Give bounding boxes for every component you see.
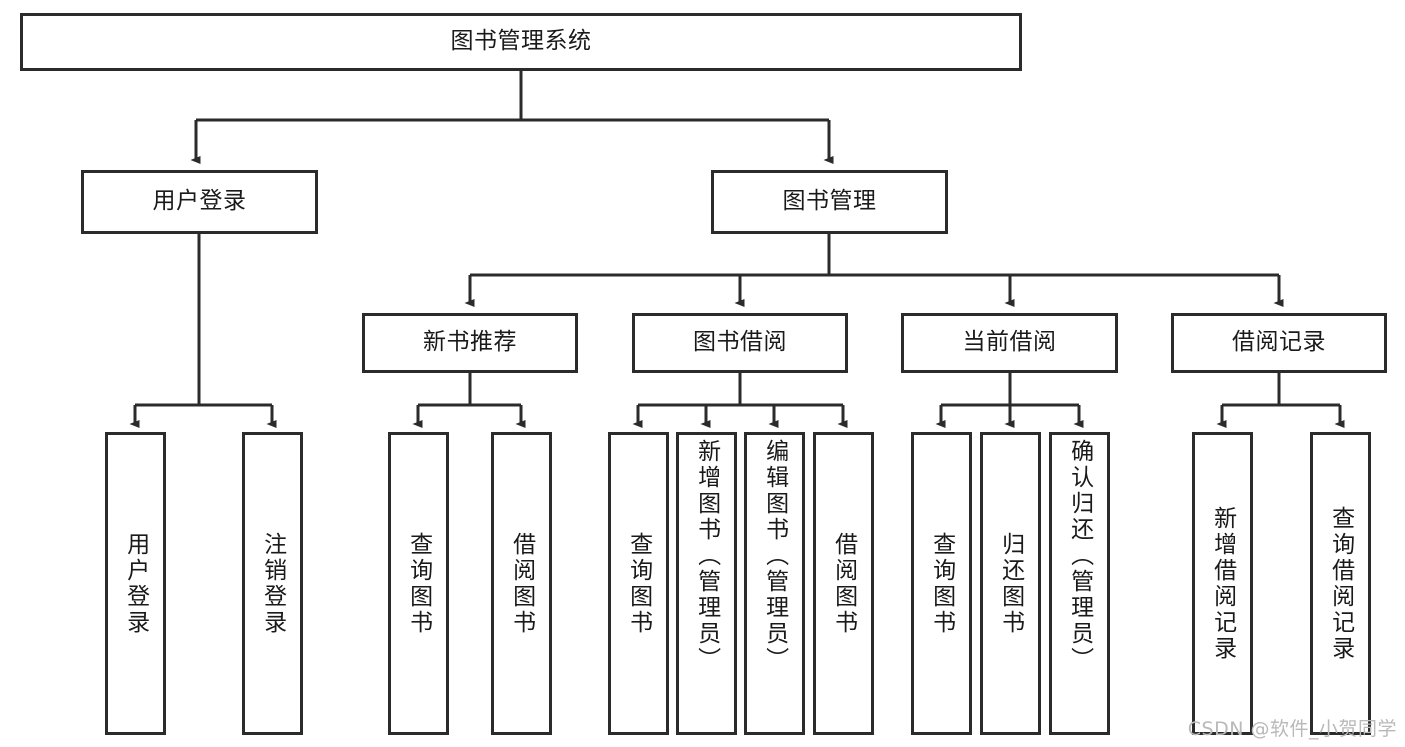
node-label: 注销登录 [259, 531, 286, 636]
node-label: 借阅图书 [508, 531, 535, 636]
node-new-book-recommend[interactable]: 新书推荐 [362, 313, 578, 373]
node-book-management-system[interactable]: 图书管理系统 [20, 13, 1022, 71]
node-book-borrow[interactable]: 图书借阅 [632, 313, 848, 373]
leaf-add-book[interactable]: 新增图书（管理员） [676, 432, 737, 735]
node-label: 借阅图书 [830, 531, 857, 636]
node-label: 图书借阅 [693, 329, 787, 356]
leaf-query-book-1[interactable]: 查询图书 [388, 432, 449, 735]
node-user-login[interactable]: 用户登录 [81, 170, 318, 234]
leaf-return-book[interactable]: 归还图书 [980, 432, 1041, 735]
node-current-borrow[interactable]: 当前借阅 [901, 313, 1118, 373]
leaf-add-record[interactable]: 新增借阅记录 [1192, 432, 1253, 735]
node-label: 新增借阅记录 [1209, 505, 1236, 662]
node-label: 用户登录 [122, 531, 149, 636]
node-label: 归还图书 [997, 531, 1024, 636]
node-label: 当前借阅 [962, 329, 1057, 356]
node-label: 查询借阅记录 [1327, 505, 1354, 662]
node-book-management[interactable]: 图书管理 [711, 170, 948, 234]
node-label: 图书管理系统 [450, 28, 592, 55]
node-label: 查询图书 [625, 531, 652, 636]
node-label: 新增图书（管理员） [693, 439, 720, 673]
leaf-query-record[interactable]: 查询借阅记录 [1310, 432, 1371, 735]
watermark-text: CSDN @软件_小贺同学 [1187, 718, 1397, 740]
leaf-edit-book[interactable]: 编辑图书（管理员） [744, 432, 805, 735]
node-label: 用户登录 [152, 188, 247, 215]
node-borrow-record[interactable]: 借阅记录 [1171, 313, 1387, 373]
node-label: 查询图书 [928, 531, 955, 636]
leaf-query-book-2[interactable]: 查询图书 [608, 432, 669, 735]
leaf-user-login[interactable]: 用户登录 [105, 432, 166, 735]
leaf-confirm-return[interactable]: 确认归还（管理员） [1049, 432, 1110, 735]
leaf-borrow-book-1[interactable]: 借阅图书 [491, 432, 552, 735]
node-label: 确认归还（管理员） [1066, 439, 1093, 673]
leaf-logout-login[interactable]: 注销登录 [242, 432, 303, 735]
node-label: 编辑图书（管理员） [761, 439, 788, 673]
node-label: 借阅记录 [1232, 329, 1326, 356]
node-label: 新书推荐 [423, 329, 517, 356]
leaf-query-book-3[interactable]: 查询图书 [911, 432, 972, 735]
node-label: 查询图书 [405, 531, 432, 636]
node-label: 图书管理 [782, 188, 877, 215]
leaf-borrow-book-2[interactable]: 借阅图书 [813, 432, 874, 735]
